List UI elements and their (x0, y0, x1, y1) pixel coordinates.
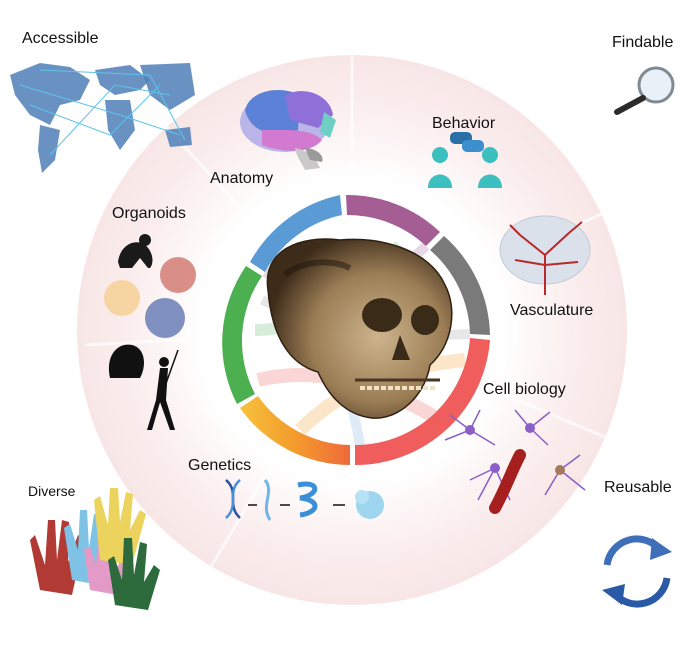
segment-cell-biology (355, 338, 490, 466)
multicolor-hands-icon (30, 488, 160, 610)
label-organoids: Organoids (112, 205, 186, 222)
recycle-arrows-icon (602, 535, 672, 608)
neuron-cells-icon (444, 409, 586, 514)
vascular-brain-icon (499, 215, 591, 295)
label-genetics: Genetics (188, 457, 252, 474)
hominin-skull-icon (266, 238, 453, 419)
label-findable: Findable (612, 34, 674, 51)
label-anatomy: Anatomy (210, 170, 274, 187)
segment-genetics (240, 396, 350, 465)
brain-icon (240, 90, 336, 170)
label-accessible: Accessible (22, 30, 99, 47)
magnifying-glass-icon (614, 66, 675, 115)
label-reusable: Reusable (604, 479, 672, 496)
segment-behavior (346, 194, 440, 246)
label-cell-biology: Cell biology (483, 381, 566, 398)
label-behavior: Behavior (432, 115, 496, 132)
dna-to-protein-icon (225, 479, 384, 521)
segment-organoids (222, 266, 262, 404)
people-talking-icon (428, 132, 502, 188)
organoid-spheres-icon (104, 234, 196, 430)
world-network-map-icon (10, 63, 195, 173)
segment-anatomy (250, 195, 342, 272)
label-vasculature: Vasculature (510, 302, 594, 319)
segment-vasculature (430, 236, 490, 335)
label-diverse: Diverse (28, 483, 76, 499)
